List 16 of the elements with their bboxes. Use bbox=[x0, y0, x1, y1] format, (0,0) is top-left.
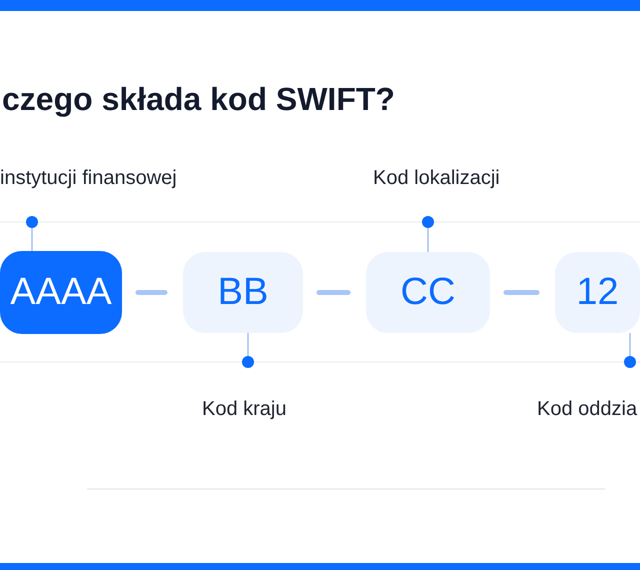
connector-line bbox=[136, 290, 168, 295]
leader-line bbox=[624, 333, 636, 368]
leader-line bbox=[242, 333, 254, 368]
connector-line bbox=[504, 290, 540, 295]
connector-line bbox=[316, 290, 350, 295]
title: czego składa kod SWIFT? bbox=[2, 80, 395, 118]
code-box: 12 bbox=[555, 252, 640, 333]
code-box: AAAA bbox=[0, 251, 122, 334]
callout-label: Kod oddzia bbox=[537, 397, 638, 421]
callout-label: Kod kraju bbox=[202, 397, 286, 421]
leader-line bbox=[422, 216, 434, 252]
leader-line bbox=[26, 216, 38, 251]
code-box: CC bbox=[366, 252, 490, 333]
callout-label: Kod lokalizacji bbox=[373, 166, 500, 190]
callout-label: instytucji finansowej bbox=[0, 166, 177, 190]
code-box: BB bbox=[183, 252, 303, 333]
